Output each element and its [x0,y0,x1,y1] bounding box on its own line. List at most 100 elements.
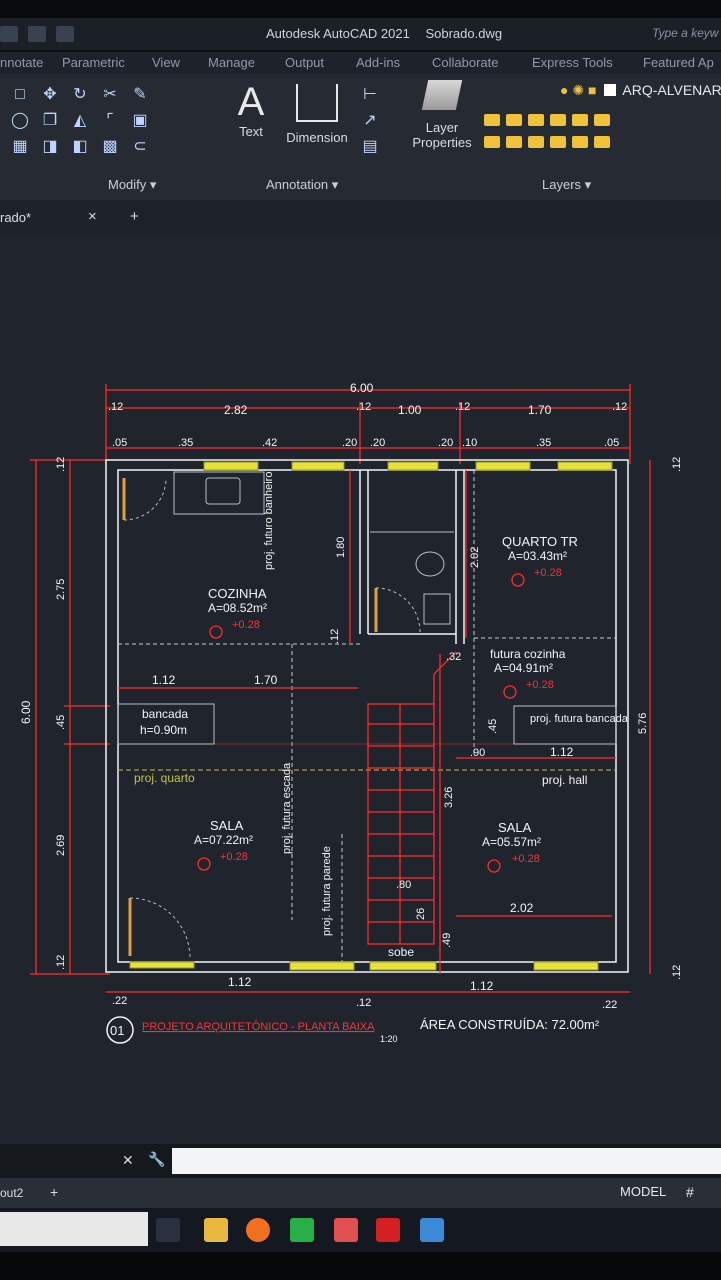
tab-addins[interactable]: Add-ins [356,55,401,70]
command-input[interactable] [172,1148,721,1174]
mirror-icon[interactable]: ◭ [73,112,87,129]
level-marker-icon [487,859,501,873]
undo-icon[interactable] [56,26,74,42]
room-sala1-level: +0.28 [220,851,248,863]
offset-icon[interactable]: ⊂ [133,138,147,155]
rotate-icon[interactable]: ↻ [73,86,87,103]
label-sobe: sobe [388,945,414,959]
copy-icon[interactable]: ❐ [42,112,58,129]
tab-featured[interactable]: Featured Ap [643,55,714,70]
taskbar-search[interactable] [0,1212,148,1246]
task-view-icon[interactable] [156,1218,180,1242]
monitor-bezel-bottom [0,1252,721,1280]
dim-inner-112a: 1.12 [152,673,176,687]
model-space-button[interactable]: MODEL [620,1184,667,1199]
monitor-bezel-top [0,0,721,18]
file-explorer-icon[interactable] [204,1218,228,1242]
layer-tool-icon[interactable] [484,136,500,148]
wrench-icon[interactable]: 🔧 [148,1151,166,1167]
document-tabs: rado* × + [0,200,721,234]
scale-icon[interactable]: ◧ [72,138,88,155]
dimension-icon [296,84,338,122]
layer-tool-icon[interactable] [506,114,522,126]
hatch-icon[interactable]: ▦ [12,138,28,155]
dim-top-2-6: .12 [612,401,627,413]
dim-bottom-0: .22 [112,995,127,1007]
tab-manage[interactable]: Manage [208,55,255,70]
layer-tool-icon[interactable] [528,114,544,126]
table-icon[interactable]: ▤ [362,138,378,155]
close-tab-icon[interactable]: × [88,208,97,225]
ribbon-tabs: nnotate Parametric View Manage Output Ad… [0,52,721,74]
dimension-tool[interactable]: Dimension [280,80,354,145]
layer-tool-icon[interactable] [594,136,610,148]
dim-inner-45: .45 [487,719,499,734]
drawing-number: 01 [110,1023,124,1038]
dim-left-0: 6.00 [19,700,33,724]
layer-tool-icon[interactable] [572,136,588,148]
search-box[interactable]: Type a keyw [652,26,719,40]
app-icon[interactable] [420,1218,444,1242]
tab-express-tools[interactable]: Express Tools [532,55,613,70]
rectangle-icon[interactable]: □ [15,86,25,103]
drawing-canvas[interactable]: .red{stroke:#ff2a2a;stroke-width:1.3;fil… [0,234,721,1144]
linear-dim-icon[interactable]: ⊢ [363,86,377,103]
layer-tool-icon[interactable] [550,136,566,148]
document-tab[interactable]: rado* [0,210,32,225]
array-icon[interactable]: ▣ [132,112,148,129]
modify-panel-label[interactable]: Modify ▾ [108,177,157,192]
autocad-icon[interactable] [376,1218,400,1242]
label-proj-quarto: proj. quarto [134,771,195,785]
layer-tool-icon[interactable] [594,114,610,126]
trim-icon[interactable]: ✂ [103,86,117,103]
current-layer-dropdown[interactable]: ● ✺ ■ARQ-ALVENARIA [560,82,721,99]
tab-annotate[interactable]: nnotate [0,55,44,70]
grid-icon[interactable]: # [686,1184,694,1200]
rect-array-icon[interactable]: ▩ [102,138,118,155]
layer-stack-icon [421,80,463,110]
door-swing [375,587,421,633]
layer-tool-icon[interactable] [506,136,522,148]
app-icon[interactable] [334,1218,358,1242]
leader-icon[interactable]: ↗ [363,112,377,129]
fillet-icon[interactable]: ⌜ [106,112,114,129]
annotation-panel-label[interactable]: Annotation ▾ [266,177,339,192]
tab-view[interactable]: View [152,55,180,70]
drawing-title: PROJETO ARQUITETÔNICO - PLANTA BAIXA [142,1020,375,1033]
dim-right-0: .12 [671,457,683,472]
tab-parametric[interactable]: Parametric [62,55,125,70]
window [387,461,439,471]
tab-collaborate[interactable]: Collaborate [432,55,499,70]
stretch-icon[interactable]: ◨ [42,138,58,155]
new-tab-icon[interactable]: + [130,208,139,225]
close-command-icon[interactable]: ✕ [122,1152,134,1168]
move-icon[interactable]: ✥ [43,86,57,103]
label-bancada: bancada [142,707,188,721]
layers-panel-label[interactable]: Layers ▾ [542,177,592,192]
sink-counter [173,471,265,515]
layer-tool-icon[interactable] [572,114,588,126]
layer-properties-label-2: Properties [412,135,472,150]
dim-right-1: 5.76 [637,713,649,734]
add-layout-icon[interactable]: + [50,1184,59,1200]
layer-tool-icon[interactable] [484,114,500,126]
firefox-icon[interactable] [246,1218,270,1242]
tab-output[interactable]: Output [285,55,325,70]
text-tool[interactable]: A Text [234,80,268,139]
open-icon[interactable] [0,26,18,42]
layer-color-swatch [604,84,617,96]
dim-top-2-5: 1.70 [528,403,552,417]
proj-bancada-box [513,705,617,745]
app-icon[interactable] [290,1218,314,1242]
layout-tab[interactable]: out2 [0,1186,24,1200]
dim-top-2-4: .12 [455,401,470,413]
layer-tool-icon[interactable] [528,136,544,148]
layer-properties-tool[interactable]: Layer Properties [404,80,480,150]
layer-tool-icon[interactable] [550,114,566,126]
dim-top-3-6: .10 [462,437,477,449]
circle-icon[interactable]: ◯ [11,112,29,129]
erase-icon[interactable]: ✎ [133,86,147,103]
print-icon[interactable] [28,26,46,42]
text-tool-label: Text [239,124,263,139]
dim-top-3-3: .20 [342,437,357,449]
